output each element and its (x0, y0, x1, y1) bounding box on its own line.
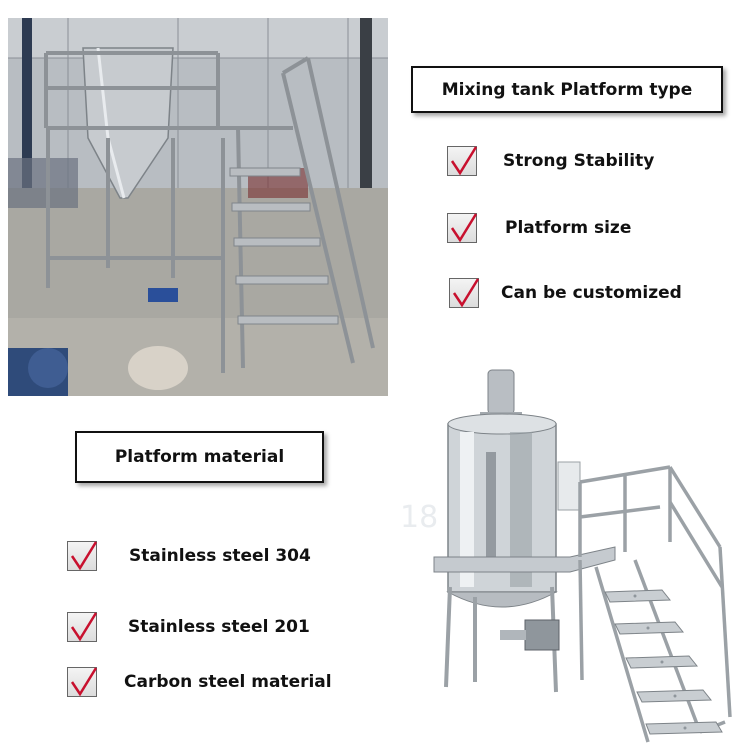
platform-type-item: Can be customized (449, 278, 682, 308)
watermark-text: 18 (400, 500, 438, 535)
platform-material-title-box: Platform material (75, 431, 324, 483)
checkbox-checked-icon (67, 612, 98, 642)
platform-photo-bottom: 18 (400, 362, 745, 750)
platform-material-item: Carbon steel material (67, 667, 332, 697)
checkbox-checked-icon (67, 667, 98, 697)
platform-type-item: Platform size (447, 213, 631, 243)
checkbox-checked-icon (449, 278, 480, 308)
platform-material-item-label: Carbon steel material (124, 672, 332, 692)
checkbox-checked-icon (67, 541, 98, 571)
platform-type-item: Strong Stability (447, 146, 654, 176)
platform-type-item-label: Can be customized (501, 283, 682, 303)
checkbox-checked-icon (447, 146, 478, 176)
platform-material-item: Stainless steel 304 (67, 541, 311, 571)
platform-type-title: Mixing tank Platform type (441, 79, 693, 100)
platform-type-item-label: Platform size (505, 218, 632, 238)
platform-material-item-label: Stainless steel 304 (129, 546, 311, 566)
platform-material-item-label: Stainless steel 201 (128, 617, 310, 637)
platform-material-title: Platform material (114, 447, 285, 467)
platform-material-item: Stainless steel 201 (67, 612, 310, 642)
platform-type-item-label: Strong Stability (503, 151, 655, 171)
platform-type-title-box: Mixing tank Platform type (411, 66, 723, 113)
checkbox-checked-icon (447, 213, 478, 243)
platform-photo-top (8, 18, 388, 396)
